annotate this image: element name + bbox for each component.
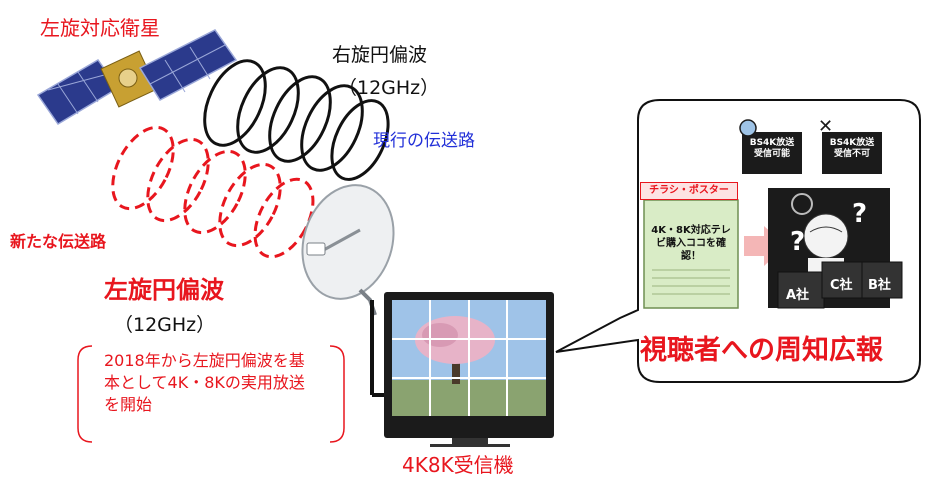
left-wave-freq: （12GHz）	[114, 314, 216, 336]
flyer-tag: チラシ・ポスター	[640, 182, 738, 200]
tv-ng-line2: 受信不可	[833, 149, 870, 159]
company-b-label: B社	[868, 278, 891, 293]
svg-text:✕: ✕	[818, 116, 833, 137]
satellite-title: 左旋対応衛星	[40, 16, 160, 40]
notice-text: 2018年から左旋円偏波を基本として4K・8Kの実用放送を開始	[104, 351, 305, 414]
company-a-label: A社	[786, 288, 810, 303]
tv-ng-line1: BS4K放送	[829, 138, 875, 148]
right-wave-coils	[203, 59, 390, 181]
tv-icon-ok	[739, 119, 802, 174]
tv-ok-line1: BS4K放送	[749, 138, 795, 148]
flyer-text: 4K・8K対応テレビ購入ココを確認！	[651, 225, 731, 262]
notice-box: 2018年から左旋円偏波を基本として4K・8Kの実用放送を開始	[76, 346, 344, 441]
current-path-label: 現行の伝送路	[373, 131, 475, 151]
company-c-label: C社	[830, 278, 853, 293]
svg-text:?: ?	[790, 227, 805, 257]
right-wave-label: 右旋円偏波	[332, 44, 428, 66]
left-wave-label: 左旋円偏波	[104, 276, 224, 304]
new-path-label: 新たな伝送路	[10, 232, 107, 251]
tv-ok-text: BS4K放送 受信可能	[744, 138, 800, 160]
receiver-label: 4K8K受信機	[402, 453, 514, 477]
svg-text:?: ?	[852, 199, 867, 229]
right-wave-freq: （12GHz）	[338, 77, 440, 99]
satellite-image	[36, 29, 238, 126]
bubble-title: 視聴者への周知広報	[640, 335, 883, 366]
tv-receiver-image	[384, 292, 554, 447]
notice-bracket	[77, 345, 345, 443]
satellite-dish	[301, 184, 395, 397]
tv-icon-ng: ✕	[818, 116, 882, 174]
flyer-poster	[643, 199, 786, 309]
company-tvs	[777, 261, 903, 309]
tv-ok-line2: 受信可能	[753, 149, 790, 159]
tv-ng-text: BS4K放送 受信不可	[824, 138, 880, 160]
